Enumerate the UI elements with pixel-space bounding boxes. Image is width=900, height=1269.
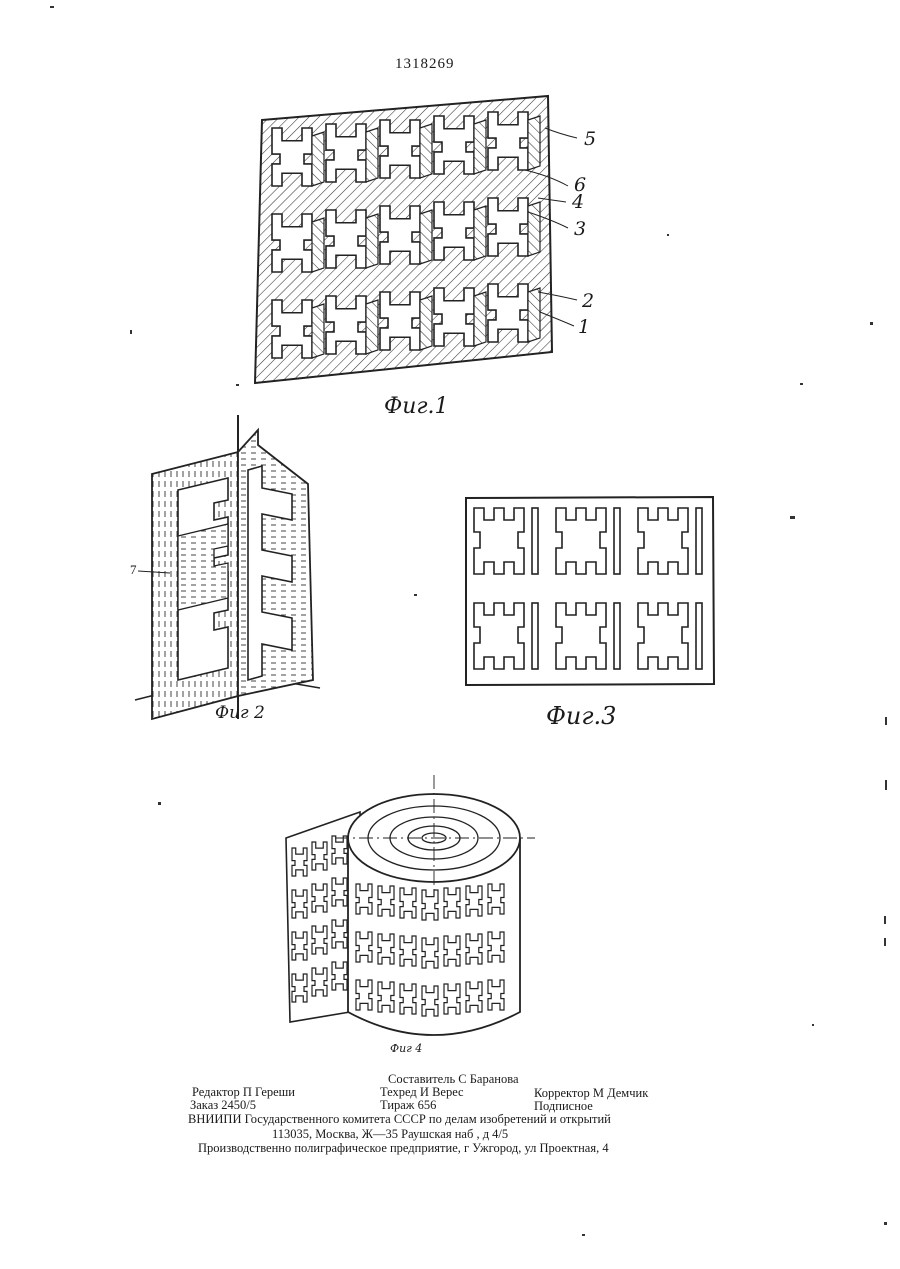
fig3-cutout xyxy=(474,603,524,669)
fig1-flap xyxy=(420,296,432,350)
imprint-address: 113035, Москва, Ж—35 Раушская наб , д 4/… xyxy=(272,1127,508,1142)
fig2-caption: Фиг 2 xyxy=(215,703,265,723)
fig1-flap xyxy=(312,218,324,272)
fig3-slot xyxy=(614,508,620,574)
fig3-slot xyxy=(532,508,538,574)
figure-1 xyxy=(255,96,577,383)
fig3-cutout xyxy=(638,508,688,574)
figure-3 xyxy=(466,497,714,685)
fig3-cutout xyxy=(556,508,606,574)
fig3-cutout xyxy=(556,603,606,669)
fig3-slot xyxy=(614,603,620,669)
fig1-flap xyxy=(528,202,540,256)
fig3-caption: Фиг.3 xyxy=(546,702,616,730)
fig1-flap xyxy=(312,304,324,358)
fig1-flap xyxy=(420,124,432,178)
imprint-org: ВНИИПИ Государственного комитета СССР по… xyxy=(188,1112,611,1127)
figure-4 xyxy=(286,775,535,1035)
fig1-label-2: 2 xyxy=(582,290,594,312)
fig1-label-5: 5 xyxy=(584,128,596,150)
figure-2 xyxy=(135,415,320,719)
fig3-slot xyxy=(696,508,702,574)
imprint-order: Заказ 2450/5 xyxy=(190,1098,256,1113)
imprint-printer: Производственно полиграфическое предприя… xyxy=(198,1141,609,1156)
fig1-label-3: 3 xyxy=(574,218,586,240)
fig1-flap xyxy=(312,132,324,186)
fig4-caption: Фиг 4 xyxy=(390,1042,422,1055)
fig1-flap xyxy=(528,288,540,342)
fig3-slot xyxy=(532,603,538,669)
fig1-label-1: 1 xyxy=(578,316,590,338)
fig3-cutout xyxy=(638,603,688,669)
fig1-flap xyxy=(474,206,486,260)
fig1-flap xyxy=(366,128,378,182)
fig3-cutout xyxy=(474,508,524,574)
fig2-label-7: 7 xyxy=(130,562,137,578)
imprint-circulation: Тираж 656 xyxy=(380,1098,436,1113)
fig1-flap xyxy=(474,292,486,346)
fig1-flap xyxy=(528,116,540,170)
fig1-flap xyxy=(474,120,486,174)
fig1-flap xyxy=(420,210,432,264)
fig1-label-4: 4 xyxy=(572,191,584,213)
fig1-caption: Фиг.1 xyxy=(384,394,449,419)
fig1-flap xyxy=(366,214,378,268)
fig3-slot xyxy=(696,603,702,669)
fig1-flap xyxy=(366,300,378,354)
patent-number: 1318269 xyxy=(395,56,455,73)
